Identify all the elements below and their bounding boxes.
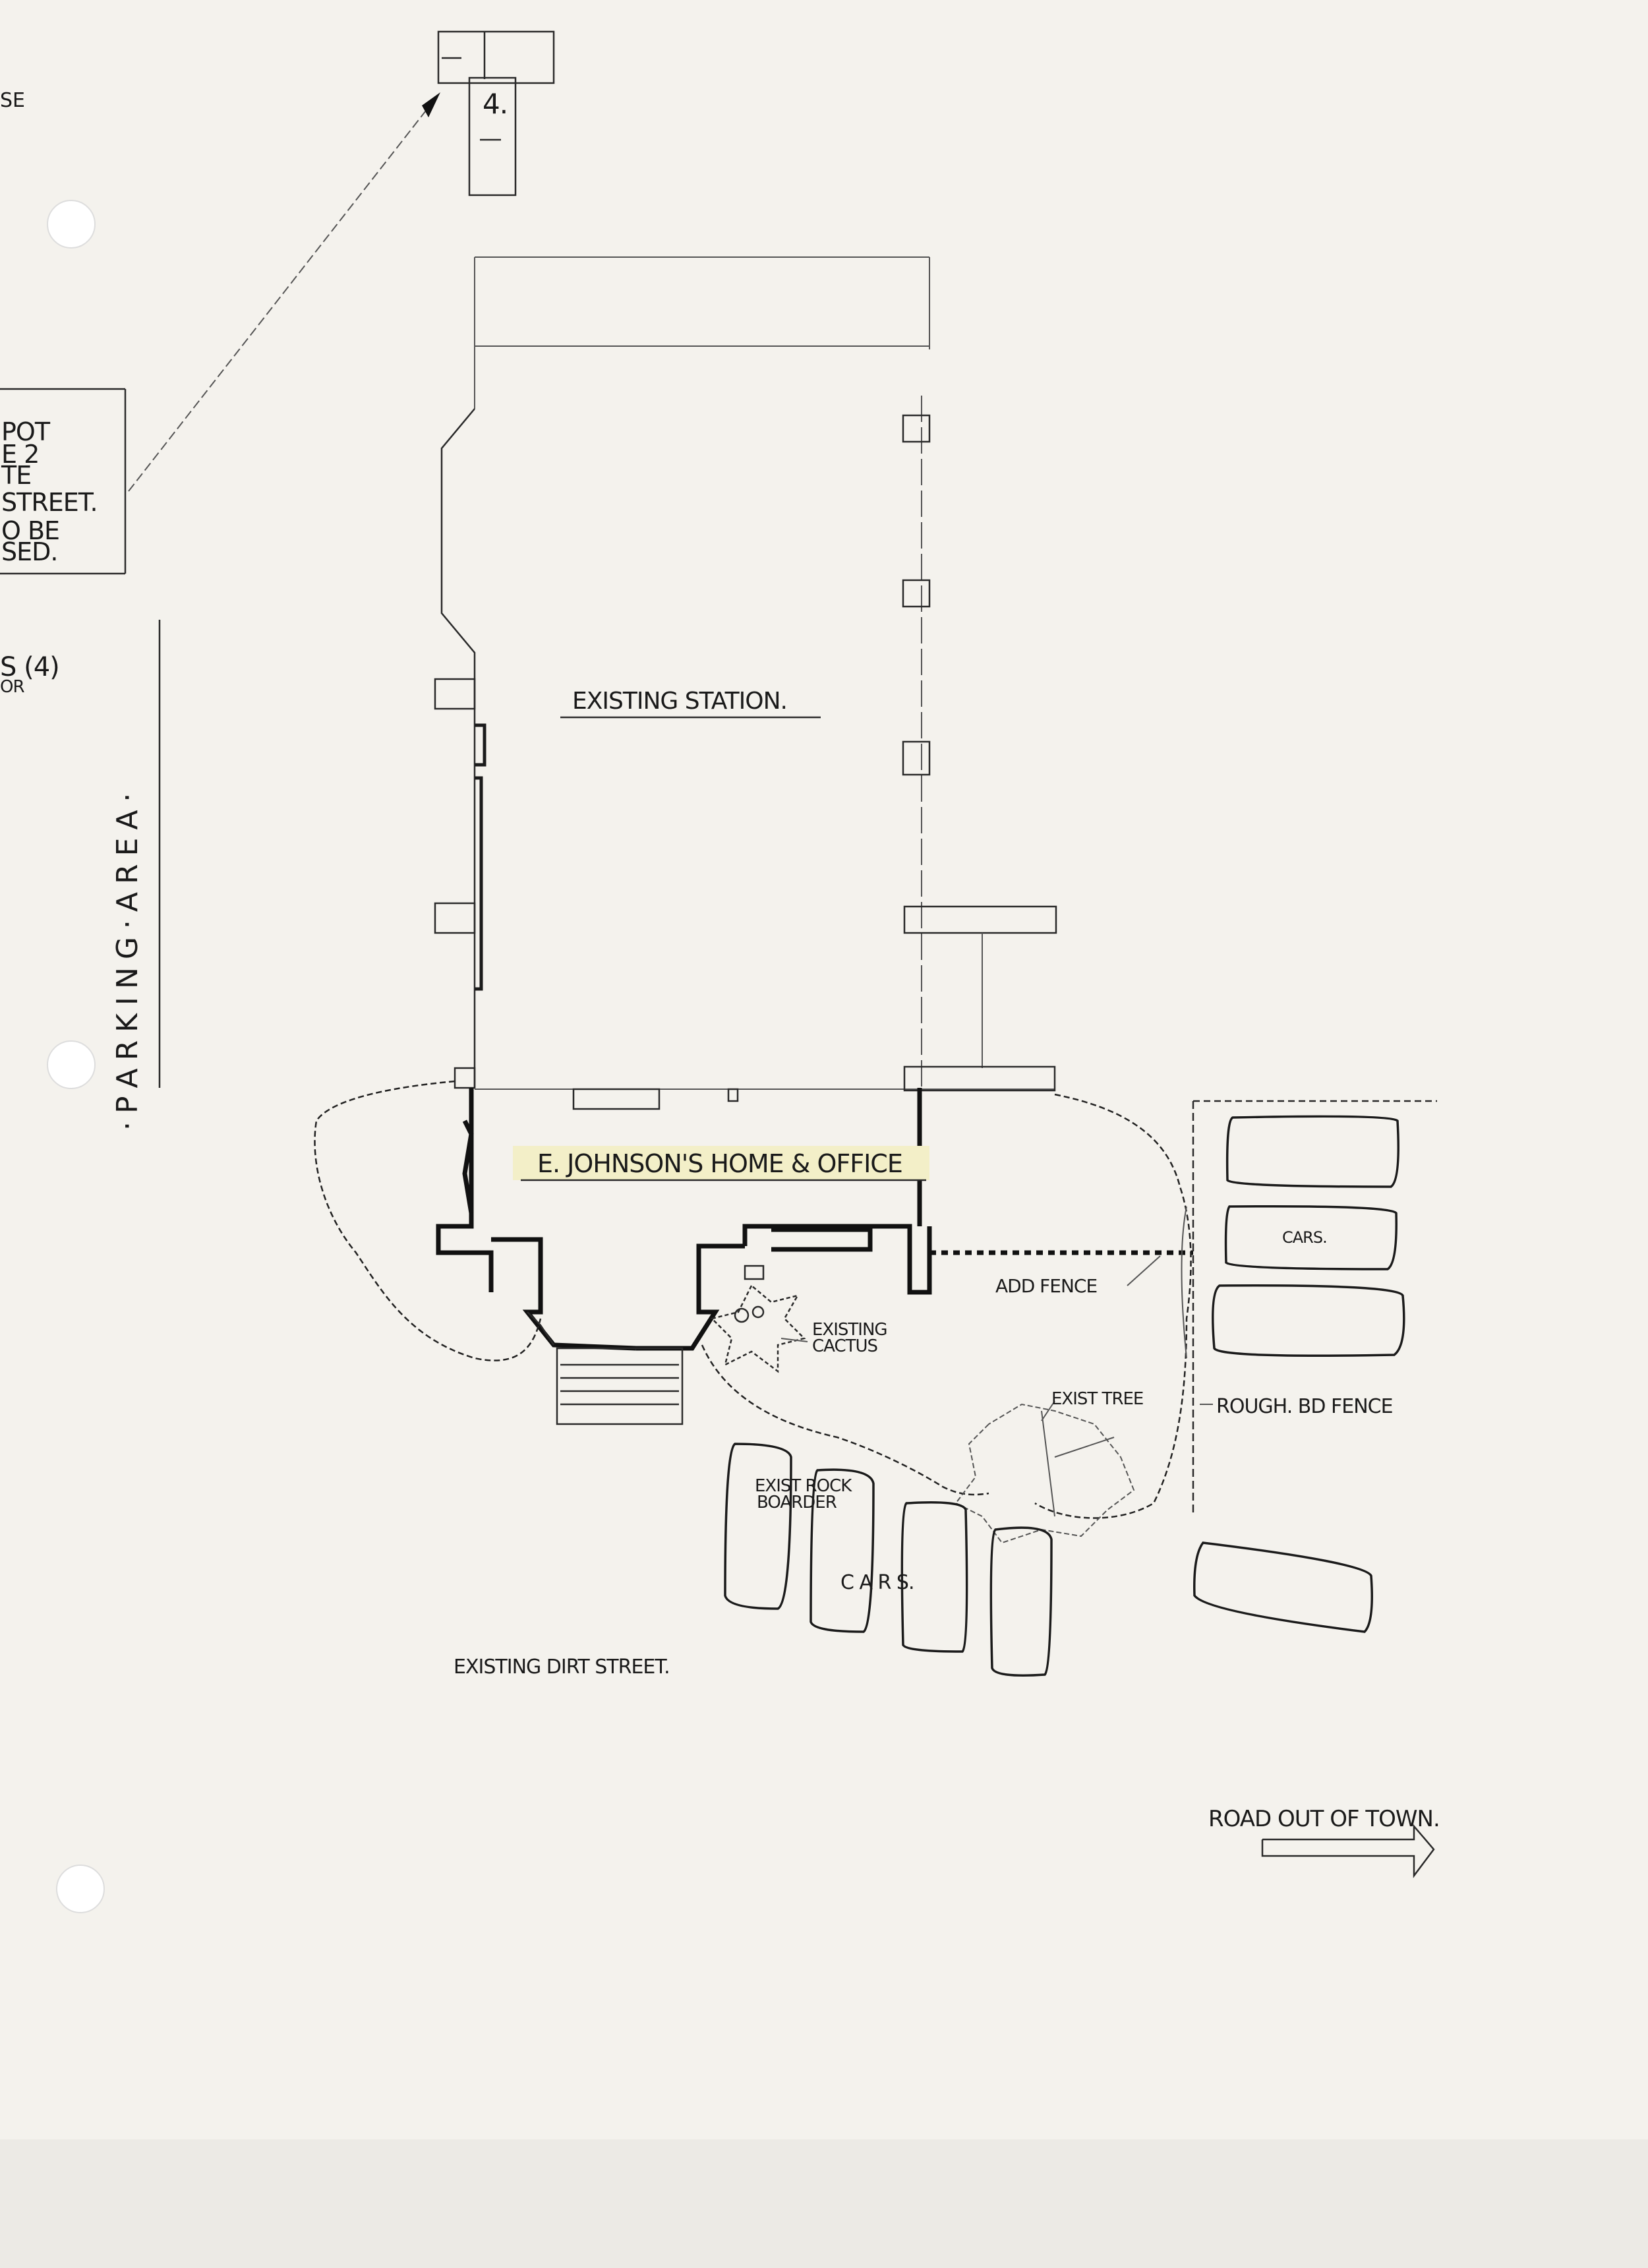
cars-right-label: CARS. — [1282, 1228, 1327, 1247]
cars-lower-label: C A R S. — [840, 1571, 914, 1594]
rough-bd-fence-label: ROUGH. BD FENCE — [1216, 1395, 1393, 1418]
existing-cactus-label-1: EXISTING — [812, 1320, 887, 1340]
title-block-line-3: TE — [1, 461, 31, 490]
car-lower-3 — [900, 1501, 968, 1653]
car-lower-1 — [724, 1443, 792, 1610]
tree-icon — [955, 1403, 1135, 1544]
exist-rock-label-2: BOARDER — [757, 1493, 837, 1512]
exist-tree-label: EXIST TREE — [1051, 1389, 1143, 1409]
home-office-label: E. JOHNSON'S HOME & OFFICE — [537, 1149, 902, 1178]
leader-cactus — [780, 1338, 808, 1342]
existing-station-outline: EXISTING STATION. — [434, 256, 1057, 1110]
leader-add-fence — [1127, 1255, 1161, 1286]
cars-right — [1193, 1115, 1405, 1633]
title-block-line-4: STREET. — [1, 488, 98, 517]
margin-fragment-top: SE — [0, 89, 25, 112]
outbuilding-4: 4. — [437, 30, 555, 196]
outbuilding-number: 4. — [483, 88, 508, 120]
title-block-line-2: E 2 — [1, 440, 39, 469]
car-right-3 — [1212, 1284, 1405, 1357]
car-right-2 — [1224, 1205, 1398, 1270]
home-office-walls — [436, 1088, 1193, 1351]
binder-hole-top — [47, 200, 96, 249]
existing-cactus-label-2: CACTUS — [812, 1336, 878, 1356]
binder-hole-middle — [47, 1040, 96, 1089]
leader-tree — [1041, 1400, 1055, 1421]
existing-dirt-street-label: EXISTING DIRT STREET. — [454, 1656, 670, 1679]
label-highlight — [513, 1146, 929, 1180]
car-lower-4 — [989, 1526, 1053, 1677]
leader-arrow — [128, 92, 440, 492]
title-block: POT E 2 TE STREET. O BE SED. — [0, 388, 127, 575]
road-out-arrow-icon — [1261, 1824, 1435, 1878]
cars-lower — [724, 1443, 1053, 1677]
home-office-label-group: E. JOHNSON'S HOME & OFFICE — [513, 1146, 929, 1181]
entry-steps — [556, 1347, 684, 1425]
drawing-sheet — [0, 0, 1648, 2139]
car-lower-2 — [809, 1468, 875, 1633]
road-out-of-town-label: ROAD OUT OF TOWN. — [1208, 1806, 1440, 1832]
parking-area-label: · P A R K I N G · A R E A · — [111, 620, 161, 1131]
title-block-line-5: O BE — [1, 516, 59, 545]
add-fence-label: ADD FENCE — [995, 1275, 1097, 1297]
rock-border-left — [314, 1080, 542, 1361]
title-block-line-1: POT — [1, 417, 51, 446]
margin-note-line1: S (4) — [0, 652, 59, 682]
parking-area-text: · P A R K I N G · A R E A · — [111, 794, 144, 1131]
binder-holes — [47, 200, 105, 1913]
binder-hole-bottom — [56, 1865, 105, 1913]
exist-rock-label-1: EXIST ROCK — [755, 1476, 852, 1496]
scan-background — [0, 2139, 1648, 2268]
arrowhead-icon — [422, 92, 440, 117]
existing-station-label: EXISTING STATION. — [572, 688, 787, 715]
car-right-4 — [1193, 1541, 1373, 1633]
car-right-1 — [1225, 1115, 1399, 1188]
cactus-icon — [710, 1284, 806, 1373]
rock-border-right — [701, 1093, 1192, 1519]
fence-right — [1181, 1100, 1437, 1516]
margin-note-line2: OR — [0, 677, 24, 697]
title-block-line-6: SED. — [1, 537, 57, 566]
